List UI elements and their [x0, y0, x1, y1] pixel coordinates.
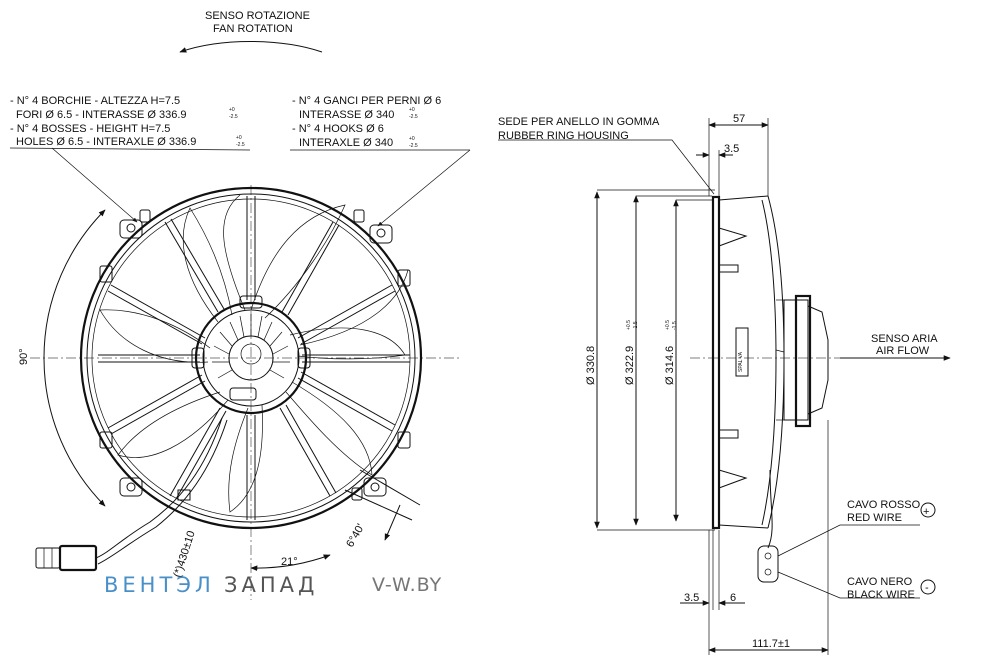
bosses-line4: HOLES Ø 6.5 - INTERAXLE Ø 336.9: [16, 136, 196, 148]
dim-322-tol-minus: -1.5: [633, 321, 639, 330]
hooks-line4: INTERAXLE Ø 340: [299, 137, 393, 149]
black-wire-sign: -: [925, 582, 929, 594]
label-plate-text: SPAL VA: [738, 351, 744, 372]
bosses-underline: [9, 147, 251, 151]
hooks-line1: - N° 4 GANCI PER PERNI Ø 6: [292, 95, 441, 107]
fan-blades: [99, 194, 409, 513]
dim-322-text: Ø 322.9: [624, 346, 636, 385]
dim-6-text: 6: [730, 592, 736, 604]
side-view: SPAL VA: [498, 118, 951, 655]
dim-3-5-top-text: 3.5: [724, 143, 739, 155]
angle-90-text: 90°: [18, 348, 30, 365]
shroud-inner-ring: [86, 193, 416, 523]
red-wire-sign: +: [923, 506, 929, 518]
side-connector: [757, 545, 779, 583]
blade-tip-circle: [91, 198, 411, 518]
rotation-label-en: FAN ROTATION: [213, 23, 293, 35]
hooks-tol-plus: +0: [409, 107, 415, 113]
black-wire-label-en: BLACK WIRE: [847, 589, 915, 601]
watermark-brand-b: ЗАПАД: [224, 573, 318, 597]
bosses-line3: - N° 4 BOSSES - HEIGHT H=7.5: [10, 123, 170, 135]
dim-330-text: Ø 330.8: [585, 346, 597, 385]
dim-57-text: 57: [733, 113, 745, 125]
red-wire-leader: [777, 524, 920, 557]
wire-connector: [58, 544, 98, 572]
black-wire-leader: [777, 571, 920, 599]
annotations: SENSO ROTAZIONE FAN ROTATION - N° 4 BORC…: [10, 10, 938, 650]
dim-314-text: Ø 314.6: [664, 346, 676, 385]
rubber-ring-leader: [498, 139, 715, 195]
angle-21-arc: [250, 554, 331, 571]
watermark-brand-a: ВЕНТЭЛ: [104, 573, 215, 597]
hooks-tol-minus: -2.5: [409, 114, 418, 120]
bosses-tol-minus: -2.5: [229, 114, 238, 120]
hooks-line3: - N° 4 HOOKS Ø 6: [292, 123, 384, 135]
bosses-line1: - N° 4 BORCHIE - ALTEZZA H=7.5: [10, 95, 180, 107]
motor-hub: [191, 295, 311, 415]
hooks-tol-minus-2: -2.5: [409, 143, 418, 149]
hooks-line2: INTERASSE Ø 340: [299, 109, 394, 121]
red-wire-label-it: CAVO ROSSO: [847, 499, 921, 511]
side-cable: [767, 469, 773, 549]
frame-struts: [98, 196, 410, 520]
rubber-label-it: SEDE PER ANELLO IN GOMMA: [498, 116, 660, 128]
bosses-tol-minus-2: -2.5: [236, 142, 245, 148]
side-brackets: [718, 227, 749, 489]
negative-terminal-icon: [920, 579, 936, 595]
bosses-line2: FORI Ø 6.5 - INTERASSE Ø 336.9: [16, 109, 187, 121]
dim-322-tol-plus: +0.5: [626, 320, 632, 330]
bosses-tol-plus-2: +0: [236, 135, 242, 141]
bosses-tol-plus: +0: [229, 107, 235, 113]
hooks-tol-plus-2: +0: [409, 136, 415, 142]
rubber-ring-plate: [711, 195, 721, 530]
front-view: [9, 41, 471, 600]
dim-111-text: 111.7±1: [752, 638, 790, 650]
side-motor: [775, 294, 829, 428]
dim-3-5-bottom-text: 3.5: [684, 592, 699, 604]
rotation-arrow: [179, 41, 323, 53]
airflow-label-en: AIR FLOW: [876, 345, 930, 357]
cable-assembly: [35, 417, 228, 572]
dim-314-tol-plus: +0.5: [665, 320, 671, 330]
cable-length-text: (*)430±10: [171, 529, 197, 579]
watermark-site: V-W.BY: [372, 574, 442, 596]
angle-90-arc: [43, 209, 106, 507]
angle-6-40-text: 6°40': [344, 522, 367, 550]
positive-terminal-icon: [920, 502, 936, 518]
black-wire-label-it: CAVO NERO: [847, 576, 913, 588]
rotation-label-it: SENSO ROTAZIONE: [205, 10, 310, 22]
red-wire-label-en: RED WIRE: [847, 512, 902, 524]
outer-shroud-ring: [79, 186, 423, 530]
rubber-label-en: RUBBER RING HOUSING: [498, 130, 629, 142]
dim-314-tol-minus: -1.5: [672, 321, 678, 330]
airflow-label-it: SENSO ARIA: [871, 333, 938, 345]
angle-21-text: 21°: [281, 556, 298, 568]
